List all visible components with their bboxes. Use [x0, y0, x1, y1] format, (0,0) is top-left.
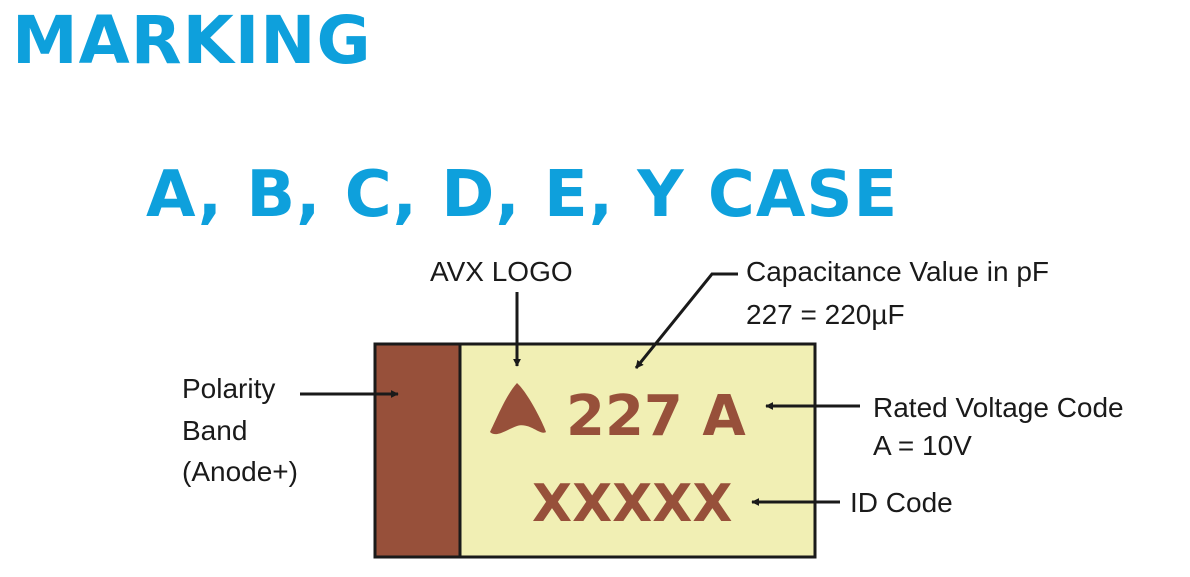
polarity-band — [373, 342, 462, 559]
rated-voltage-label-line2: A = 10V — [873, 430, 972, 461]
avx-logo-icon — [490, 383, 546, 435]
polarity-label-line2: Band — [182, 415, 247, 446]
case-subtitle: A, B, C, D, E, Y CASE — [146, 158, 899, 232]
page-title: MARKING — [12, 2, 372, 79]
marking-line-id-code: XXXXX — [532, 474, 732, 534]
id-code-label: ID Code — [850, 487, 953, 518]
polarity-label-line1: Polarity — [182, 373, 275, 404]
rated-voltage-label-line1: Rated Voltage Code — [873, 392, 1124, 423]
capacitance-label-line1: Capacitance Value in pF — [746, 256, 1049, 287]
marking-line-capacitance-voltage: 227 A — [566, 384, 746, 449]
capacitance-label-line2: 227 = 220µF — [746, 299, 905, 330]
polarity-label-line3: (Anode+) — [182, 456, 298, 487]
capacitance-arrow — [634, 272, 738, 369]
avx-logo-label: AVX LOGO — [430, 256, 573, 287]
